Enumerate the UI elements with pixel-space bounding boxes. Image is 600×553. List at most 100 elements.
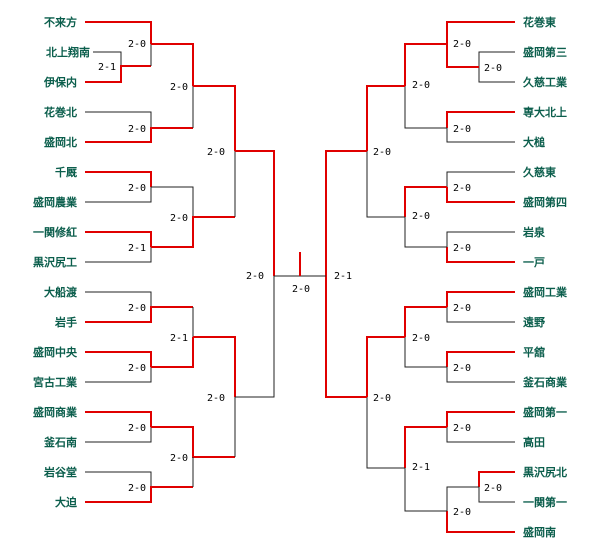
bracket-line: [446, 486, 479, 511]
score-label: 2-0: [373, 393, 391, 404]
bracket-line: [404, 337, 447, 368]
bracket-line: [478, 487, 515, 503]
right-team: 盛岡南: [523, 525, 556, 539]
score-label: 2-0: [453, 39, 471, 50]
left-team: 花巻北: [44, 105, 77, 119]
bracket-line: [366, 151, 405, 218]
right-team: 一戸: [523, 256, 545, 269]
score-label: 2-0: [453, 363, 471, 374]
right-team: 久慈東: [523, 165, 557, 179]
bracket-line: [366, 397, 405, 469]
bracket-line: [446, 351, 515, 367]
score-label: 2-0: [128, 303, 146, 314]
score-label: 2-0: [412, 80, 430, 91]
right-team-list: 花巻東 盛岡第三 久慈工業 専大北上 大槌 久慈東 盛岡第四 岩泉 一戸 盛岡工…: [522, 15, 568, 539]
right-team: 遠野: [523, 315, 545, 329]
score-label: 2-1: [98, 62, 116, 73]
score-label: 2-0: [453, 124, 471, 135]
bracket-line: [85, 21, 152, 44]
bracket-line: [85, 247, 152, 263]
left-team: 伊保内: [43, 75, 77, 89]
bracket-line: [85, 367, 152, 383]
right-team: 盛岡工業: [523, 285, 568, 299]
score-label: 2-0: [170, 82, 188, 93]
right-team: 高田: [523, 435, 545, 449]
bracket-line: [85, 471, 152, 487]
bracket-line: [446, 44, 479, 68]
bracket-line: [93, 51, 122, 66]
bracket-line: [151, 426, 235, 458]
score-label: 2-0: [207, 147, 225, 158]
right-team: 盛岡第一: [523, 405, 567, 419]
bracket-line: [85, 427, 152, 443]
left-team: 千厩: [55, 165, 77, 179]
right-team: 大槌: [523, 135, 545, 149]
bracket-line: [404, 43, 447, 86]
bracket-line: [235, 276, 275, 398]
bracket-line: [446, 291, 515, 307]
bracket-line: [85, 111, 152, 128]
score-label: 2-0: [453, 423, 471, 434]
left-team: 盛岡商業: [33, 405, 78, 419]
score-label: 2-0: [484, 483, 502, 494]
score-label: 2-0: [373, 147, 391, 158]
right-team: 盛岡第四: [523, 195, 567, 209]
bracket-line: [446, 21, 515, 44]
bracket-line: [446, 171, 515, 187]
bracket-line: [85, 65, 151, 83]
score-label: 2-0: [412, 211, 430, 222]
bracket-line: [404, 217, 447, 248]
bracket-line: [478, 51, 515, 67]
bracket-line: [446, 411, 515, 427]
score-label: 2-0: [484, 63, 502, 74]
left-team: 盛岡北: [44, 135, 77, 149]
right-bracket-lines: [300, 21, 515, 533]
left-scores: 2-1 2-0 2-0 2-0 2-1 2-0 2-0 2-0 2-0 2-0 …: [98, 39, 310, 494]
right-team: 平舘: [523, 345, 545, 359]
bracket-line: [235, 150, 275, 276]
score-label: 2-0: [412, 333, 430, 344]
bracket-line: [193, 85, 236, 151]
left-team: 大船渡: [44, 285, 78, 299]
bracket-line: [404, 186, 447, 217]
bracket-line: [404, 306, 447, 337]
score-label: 2-0: [453, 303, 471, 314]
bracket-line: [446, 231, 515, 247]
bracket-line: [478, 471, 515, 487]
left-team: 盛岡中央: [33, 345, 78, 359]
score-label: 2-0: [207, 393, 225, 404]
score-label: 2-0: [246, 271, 264, 282]
left-team: 釜石南: [43, 435, 77, 449]
score-label: 2-0: [128, 483, 146, 494]
left-team: 北上翔南: [46, 45, 90, 59]
bracket-line: [151, 186, 194, 217]
bracket-line: [446, 367, 515, 383]
score-label: 2-0: [128, 183, 146, 194]
left-team-list: 不来方 北上翔南 伊保内 花巻北 盛岡北 千厩 盛岡農業 一関修紅 黒沢尻工 大…: [33, 15, 90, 509]
bracket-line: [446, 247, 515, 263]
left-team: 宮古工業: [33, 375, 78, 389]
score-label: 2-0: [128, 363, 146, 374]
right-team: 専大北上: [523, 105, 567, 119]
right-team: 一関第一: [523, 495, 567, 509]
bracket-line: [151, 43, 194, 86]
score-label: 2-0: [170, 453, 188, 464]
left-team: 黒沢尻工: [33, 255, 77, 269]
bracket-line: [404, 86, 447, 129]
left-team: 一関修紅: [33, 225, 77, 239]
bracket-line: [366, 336, 405, 397]
bracket-line: [85, 486, 193, 503]
right-team: 釜石商業: [522, 375, 568, 389]
bracket-line: [151, 216, 235, 248]
score-label: 2-0: [170, 213, 188, 224]
bracket-line: [85, 171, 152, 187]
bracket-line: [404, 468, 447, 512]
bracket-line: [446, 511, 515, 533]
score-label: 2-1: [412, 462, 430, 473]
bracket-line: [85, 291, 152, 307]
bracket-line: [85, 127, 193, 143]
bracket-line: [446, 307, 515, 323]
score-label: 2-0: [453, 243, 471, 254]
left-bracket-lines: [85, 21, 300, 503]
